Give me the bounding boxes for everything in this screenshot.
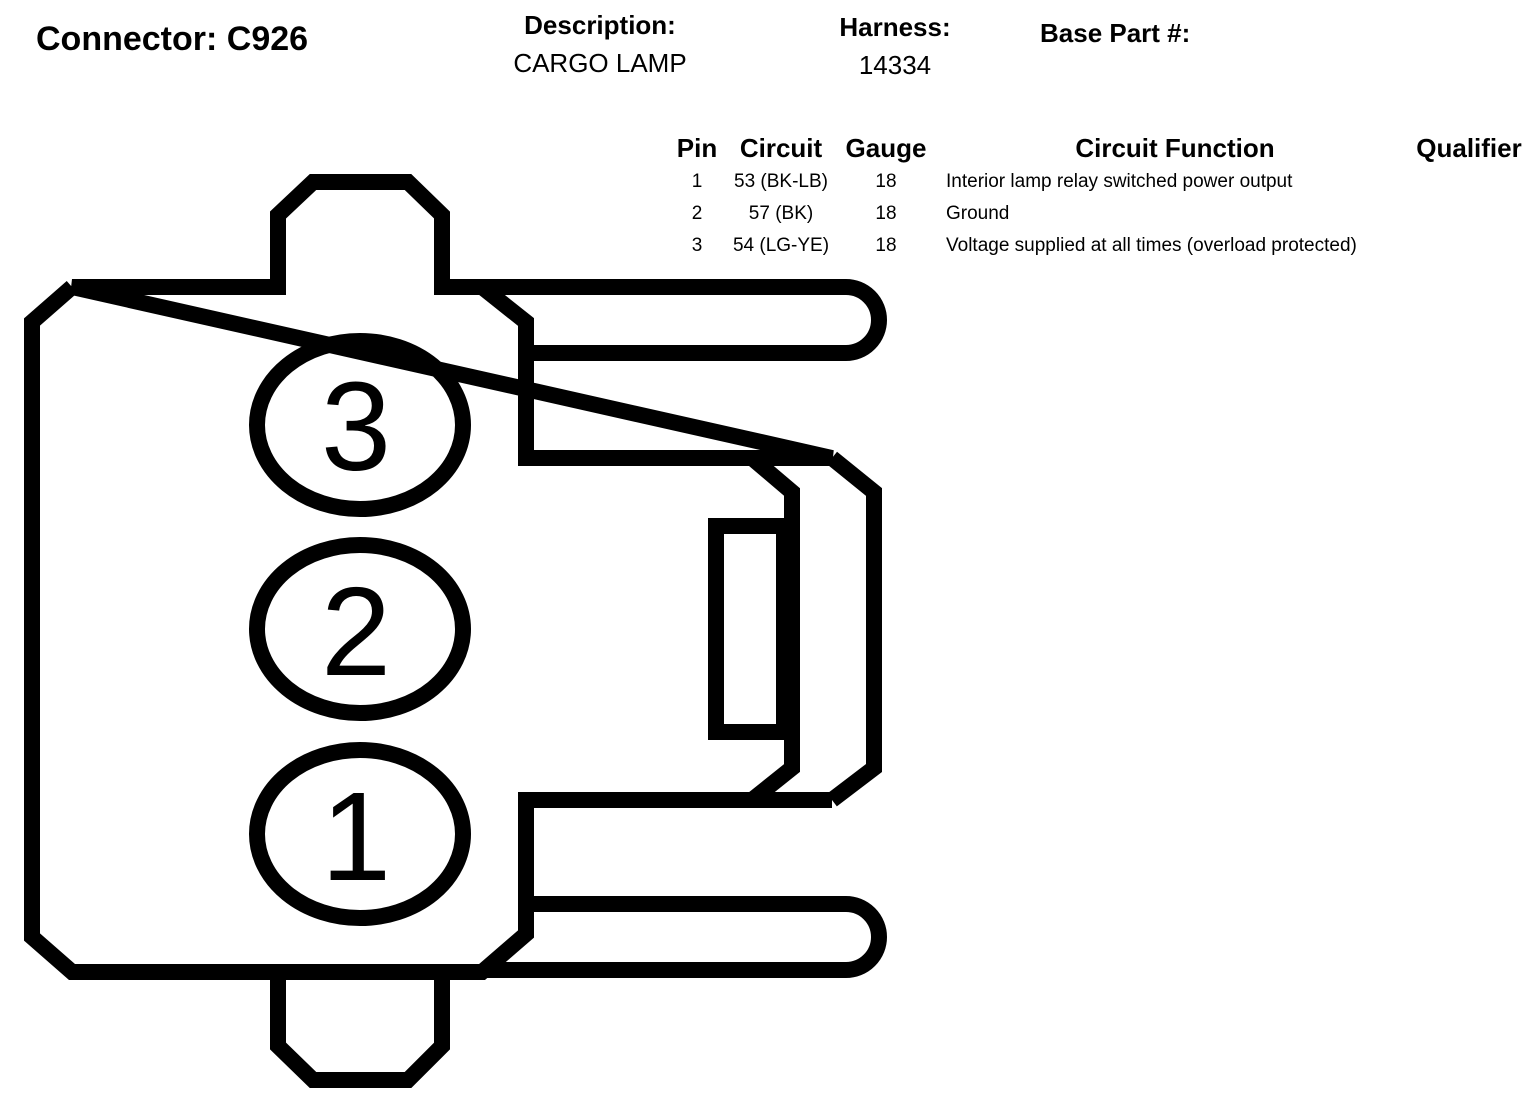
cell-function: Ground — [946, 203, 1010, 224]
cell-function: Interior lamp relay switched power outpu… — [946, 171, 1293, 192]
pin-cavity-2 — [249, 537, 471, 721]
cell-pin: 3 — [691, 235, 703, 256]
col-header-circuit-function: Circuit Function — [1075, 132, 1275, 163]
col-header-gauge: Gauge — [845, 132, 927, 163]
description-label: Description: — [524, 10, 676, 40]
latch-outer — [826, 451, 882, 807]
upper-lock-tab — [482, 279, 887, 361]
col-header-qualifier: Qualifier — [1416, 132, 1522, 163]
cell-gauge: 18 — [875, 171, 897, 192]
pin-table-header: Pin Circuit Gauge Circuit Function Quali… — [668, 130, 1534, 166]
cell-gauge: 18 — [875, 203, 897, 224]
pin-label-1: 1 — [321, 766, 391, 907]
table-row: 3 54 (LG-YE) 18 Voltage supplied at all … — [668, 230, 1534, 262]
col-header-pin: Pin — [676, 132, 718, 163]
pin-cavities — [249, 333, 471, 926]
col-header-circuit: Circuit — [739, 132, 823, 163]
cell-function: Voltage supplied at all times (overload … — [946, 235, 1357, 256]
cell-circuit: 53 (BK-LB) — [734, 171, 828, 192]
latch-key — [708, 518, 792, 740]
cell-circuit: 57 (BK) — [748, 203, 814, 224]
connector-body-outline — [24, 174, 887, 1088]
harness-label: Harness: — [839, 12, 951, 42]
cell-pin: 2 — [691, 203, 703, 224]
cell-pin: 1 — [691, 171, 703, 192]
cell-gauge: 18 — [875, 235, 897, 256]
pin-label-3: 3 — [321, 356, 391, 497]
pin-table: Pin Circuit Gauge Circuit Function Quali… — [668, 130, 1534, 262]
table-row: 1 53 (BK-LB) 18 Interior lamp relay swit… — [668, 166, 1534, 198]
lower-lock-tab — [482, 896, 887, 978]
description-value: CARGO LAMP — [513, 48, 687, 78]
base-part-label: Base Part #: — [1040, 18, 1191, 48]
pin-cavity-3 — [249, 333, 471, 517]
table-row: 2 57 (BK) 18 Ground — [668, 198, 1534, 230]
housing-outline — [24, 174, 834, 1088]
pin-labels: 3 2 1 — [321, 356, 391, 907]
pin-cavity-1 — [249, 742, 471, 926]
harness-value: 14334 — [858, 50, 932, 80]
connector-title: Connector: C926 — [36, 20, 309, 58]
pin-label-2: 2 — [321, 561, 391, 702]
cell-circuit: 54 (LG-YE) — [732, 235, 830, 256]
